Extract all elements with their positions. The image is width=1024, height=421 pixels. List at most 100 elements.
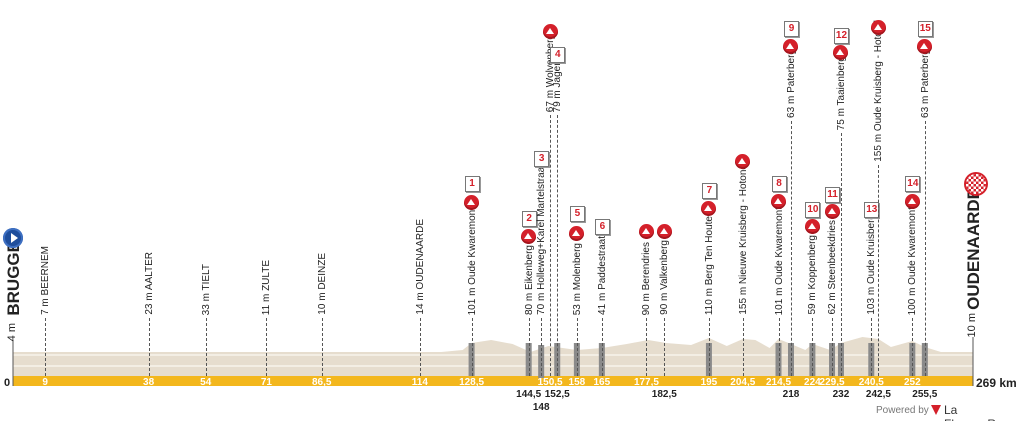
waypoint-label: 10 m DEINZE [316,253,328,315]
km-marker-label: 148 [532,402,550,413]
play-circle-icon [3,228,23,248]
cobbled-sector-number: 2 [521,211,537,227]
checkered-flag-icon [966,174,986,194]
cobbled-sector-number: 6 [594,219,610,235]
waypoint-dashed-line [790,121,792,376]
cobbled-sector-number: 10 [805,202,821,218]
km-marker-label: 165 [593,377,611,388]
km-marker-label: 240,5 [858,377,884,388]
profile-area [13,337,973,376]
waypoint-dashed-line [832,318,834,376]
waypoint-dashed-line [557,115,559,376]
start-km-label: 0 [4,377,11,389]
waypoint-label: 103 m Oude Kruisberg [866,214,878,315]
cobbled-sector-number: 1 [464,176,480,192]
km-marker-label: 54 [200,377,212,388]
waypoint-label: 33 m TIELT [200,263,212,315]
waypoint-dashed-line [528,318,530,376]
waypoint-dashed-line [912,318,914,376]
waypoint-dashed-line [778,318,780,376]
finish-city: OUDENAARDE [964,188,983,310]
waypoint-dashed-line [840,133,842,376]
waypoint-dashed-line [924,121,926,376]
waypoint-dashed-line [266,318,268,376]
waypoint-label: 59 m Koppenberg [807,235,819,315]
waypoint-label: 14 m OUDENAARDE [414,219,426,315]
waypoint-dashed-line [708,318,710,376]
climb-icon [917,39,933,54]
climb-icon [804,219,820,234]
waypoint-dashed-line [742,318,744,376]
waypoint-label: 79 m Jagerij [552,57,564,112]
km-marker-label: 229,5 [819,377,845,388]
waypoint-label: 62 m Steenbeekdries [827,220,839,315]
waypoint-label: 63 m Paterberg [785,49,797,118]
km-marker-label: 224 [804,377,821,388]
climb-icon [771,194,786,209]
finish-altitude: 10 m [966,312,978,337]
km-marker-label: 114 [411,377,428,388]
km-marker-label: 204,5 [730,377,756,388]
climb-icon [656,224,672,239]
km-marker-label: 38 [143,377,155,388]
waypoint-dashed-line [321,318,323,376]
cobbled-sector-number: 8 [771,176,787,192]
km-marker-label: 71 [260,377,272,388]
climb-icon [824,204,840,219]
climb-icon [904,194,920,209]
waypoint-dashed-line [541,318,543,376]
waypoint-label: 75 m Taaienberg [835,55,847,130]
waypoint-dashed-line [646,318,648,376]
km-marker-label: 144,5 [516,389,542,400]
waypoint-dashed-line [576,318,578,376]
climb-icon [833,45,849,60]
km-marker-label: 255,5 [912,389,938,400]
waypoint-label: 155 m Oude Kruisberg - Hotond [873,20,885,162]
km-marker-label: 232 [832,389,850,400]
climb-icon [783,39,799,54]
km-bar [13,376,973,386]
climb-icon [735,154,751,169]
km-marker-label: 218 [782,389,800,400]
cobbled-sector-number: 7 [701,183,717,199]
waypoint-label: 90 m Valkenberg [659,240,671,315]
climb-icon [542,24,558,39]
cobbled-sector-number: 5 [569,206,585,222]
waypoint-label: 90 m Berendries [641,241,653,315]
cobbled-sector-number: 4 [550,47,566,63]
waypoint-dashed-line [419,318,421,376]
waypoint-label: 53 m Molenberg [571,242,583,315]
km-marker-label: 182,5 [651,389,677,400]
waypoint-dashed-line [471,318,473,376]
waypoint-dashed-line [812,318,814,376]
waypoint-dashed-line [871,318,873,376]
brand-name: La FlammeRouge [944,403,1023,421]
waypoint-label: 155 m Nieuwe Kruisberg - Hotond [737,164,749,315]
waypoint-dashed-line [878,165,880,376]
km-marker-label: 152,5 [544,389,570,400]
cobbled-sector-number: 15 [917,21,933,37]
climb-icon [638,224,654,239]
waypoint-dashed-line [45,318,47,376]
powered-by-text: Powered by [876,405,929,416]
km-marker-label: 158 [568,377,586,388]
waypoint-dashed-line [601,318,603,376]
finish-km-label: 269 km [976,376,1017,390]
km-marker-label: 9 [42,377,48,388]
km-marker-label: 86,5 [311,377,332,388]
climb-icon [701,201,717,216]
waypoint-label: 11 m ZULTE [261,259,273,315]
climb-icon [870,20,886,35]
km-marker-label: 242,5 [865,389,891,400]
climb-icon [521,229,537,244]
waypoint-label: 110 m Berg Ten Houte [703,215,715,315]
cobbled-sector-number: 3 [534,151,550,167]
cobbled-sector-number: 11 [825,187,841,203]
start-city: BRUGGE [4,241,23,316]
waypoint-label: 101 m Oude Kwaremont [773,206,785,315]
waypoint-label: 100 m Oude Kwaremont [907,206,919,315]
cobbled-sector-number: 12 [833,28,849,44]
km-marker-label: 177,5 [633,377,659,388]
flamme-rouge-logo-icon [931,405,941,415]
